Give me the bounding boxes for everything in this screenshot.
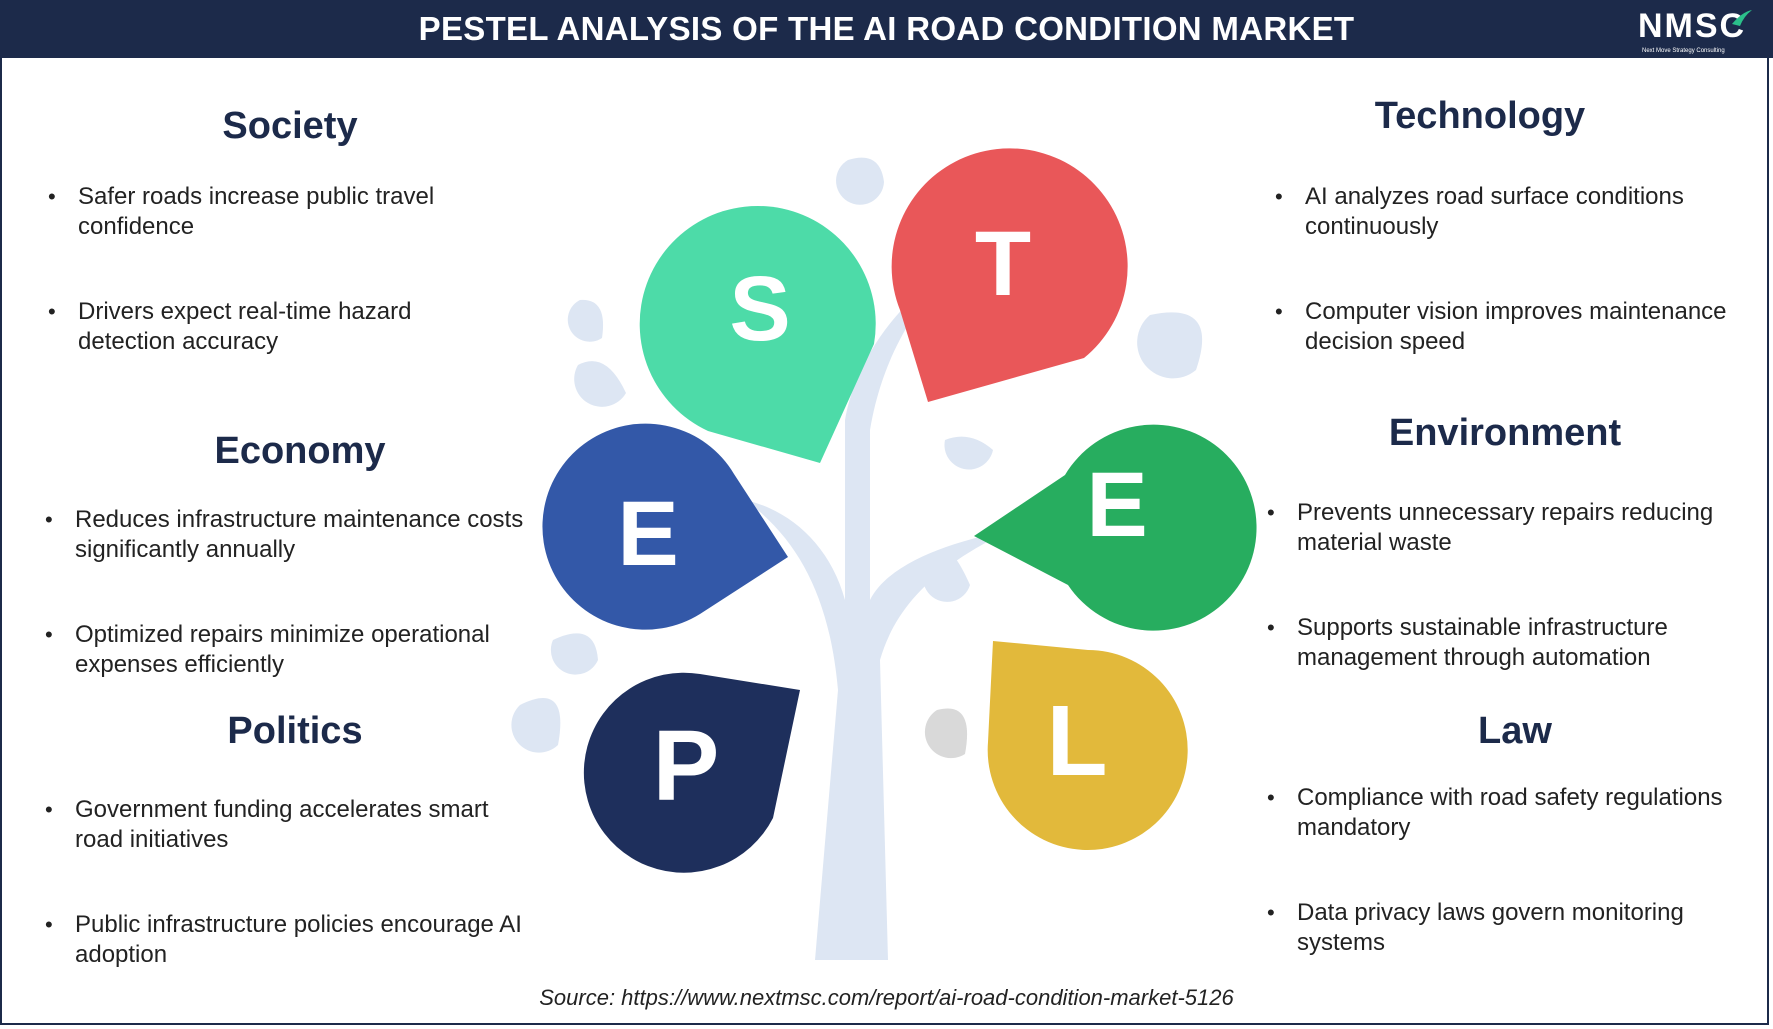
petal-letter-t: T	[975, 213, 1031, 315]
tree-trunk	[745, 275, 1010, 960]
petal-letter-e-environment: E	[1086, 454, 1147, 556]
society-bullet: Safer roads increase public travel confi…	[48, 182, 478, 242]
nmsc-logo: NMSC Next Move Strategy Consulting	[1638, 6, 1756, 56]
politics-title: Politics	[227, 710, 363, 752]
technology-title: Technology	[1374, 95, 1586, 137]
economy-title: Economy	[214, 430, 386, 472]
decorative-droplets	[511, 157, 1203, 753]
droplet	[567, 299, 604, 342]
politics-bullet: Public infrastructure policies encourage…	[45, 910, 525, 970]
petal-letter-s: S	[729, 258, 790, 360]
environment-title: Environment	[1388, 412, 1622, 454]
petal-letter-e-economy: E	[617, 483, 678, 585]
petal-letter-p: P	[653, 710, 720, 822]
environment-bullet: Supports sustainable infrastructure mana…	[1267, 613, 1757, 673]
droplet	[1137, 312, 1203, 379]
society-bullet: Drivers expect real-time hazard detectio…	[48, 297, 478, 357]
logo-subtitle: Next Move Strategy Consulting	[1642, 48, 1725, 54]
law-title: Law	[1478, 710, 1552, 752]
droplet	[836, 157, 884, 205]
petal-environment: E	[974, 424, 1257, 631]
petal-economy: E	[542, 423, 788, 630]
droplet	[511, 698, 561, 753]
politics-bullet: Government funding accelerates smart roa…	[45, 795, 525, 855]
environment-bullets: Prevents unnecessary repairs reducing ma…	[1267, 498, 1757, 728]
petal-technology: T	[891, 148, 1128, 402]
society-bullets: Safer roads increase public travel confi…	[48, 182, 478, 412]
technology-bullet: AI analyzes road surface conditions cont…	[1275, 182, 1755, 242]
economy-bullets: Reduces infrastructure maintenance costs…	[45, 505, 525, 735]
society-title: Society	[222, 105, 358, 147]
petal-letter-l: L	[1046, 685, 1107, 797]
page-title: PESTEL ANALYSIS OF THE AI ROAD CONDITION…	[418, 10, 1355, 47]
droplet	[944, 436, 993, 470]
law-bullet: Data privacy laws govern monitoring syst…	[1267, 898, 1757, 958]
economy-bullet: Reduces infrastructure maintenance costs…	[45, 505, 525, 565]
droplet	[574, 361, 626, 407]
source-citation: Source: https://www.nextmsc.com/report/a…	[539, 985, 1234, 1010]
droplet	[550, 633, 598, 675]
petal-law: L	[987, 641, 1188, 850]
petal-society: S	[639, 205, 876, 463]
law-bullets: Compliance with road safety regulations …	[1267, 783, 1757, 1013]
logo-text: NMSC	[1638, 7, 1747, 45]
law-bullet: Compliance with road safety regulations …	[1267, 783, 1757, 843]
petal-politics: P	[583, 672, 800, 873]
economy-bullet: Optimized repairs minimize operational e…	[45, 620, 525, 680]
droplet	[923, 551, 970, 602]
technology-bullets: AI analyzes road surface conditions cont…	[1275, 182, 1755, 412]
logo-swoosh-icon	[1732, 10, 1752, 26]
politics-bullets: Government funding accelerates smart roa…	[45, 795, 525, 1025]
environment-bullet: Prevents unnecessary repairs reducing ma…	[1267, 498, 1757, 558]
header-bar: PESTEL ANALYSIS OF THE AI ROAD CONDITION…	[0, 0, 1773, 58]
grey-droplet	[924, 708, 968, 759]
technology-bullet: Computer vision improves maintenance dec…	[1275, 297, 1755, 357]
